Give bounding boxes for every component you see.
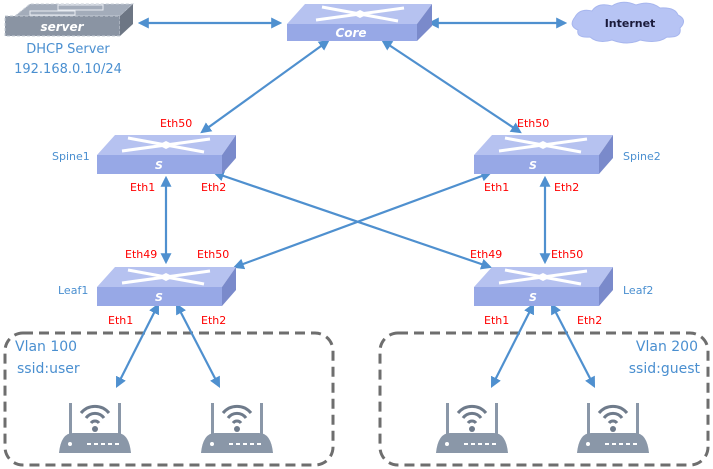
spine1-port-eth1: Eth1 bbox=[130, 181, 155, 194]
spine2-device-text: S bbox=[529, 159, 537, 172]
leaf2-port-eth49: Eth49 bbox=[470, 248, 502, 261]
wifi-router-icon[interactable] bbox=[57, 401, 133, 455]
wifi-router-icon[interactable] bbox=[434, 401, 510, 455]
vlan-100-group bbox=[3, 331, 335, 467]
spine1-device-text: S bbox=[155, 159, 163, 172]
leaf2-port-eth1: Eth1 bbox=[484, 314, 509, 327]
link-core-spine2 bbox=[381, 39, 522, 134]
spine2-port-eth50: Eth50 bbox=[517, 117, 549, 130]
spine1-port-eth2: Eth2 bbox=[201, 181, 226, 194]
link-leaf1-ap2 bbox=[175, 303, 221, 388]
leaf2-device-text: S bbox=[529, 291, 537, 304]
spine2-name-label: Spine2 bbox=[623, 150, 661, 163]
link-leaf1-ap1 bbox=[116, 303, 159, 388]
leaf2-port-eth2: Eth2 bbox=[577, 314, 602, 327]
leaf1-port-eth50: Eth50 bbox=[197, 248, 229, 261]
spine1-name-label: Spine1 bbox=[52, 150, 90, 163]
leaf2-name-label: Leaf2 bbox=[623, 284, 653, 297]
spine1-port-eth50: Eth50 bbox=[160, 117, 192, 130]
links bbox=[116, 17, 596, 388]
server-ip-label: 192.168.0.10/24 bbox=[14, 62, 122, 77]
leaf1-device-text: S bbox=[155, 291, 163, 304]
link-leaf2-ap4 bbox=[550, 303, 596, 388]
leaf2-port-eth50: Eth50 bbox=[551, 248, 583, 261]
leaf1-port-eth1: Eth1 bbox=[108, 314, 133, 327]
leaf1-switch[interactable]: S bbox=[97, 267, 236, 306]
wifi-router-icon[interactable] bbox=[199, 401, 275, 455]
dhcp-server[interactable]: server bbox=[4, 3, 135, 37]
core-device-text: Core bbox=[335, 26, 366, 40]
server-side bbox=[120, 4, 133, 36]
vlan-100-label: Vlan 100 bbox=[15, 339, 77, 355]
internet-cloud[interactable]: Internet bbox=[571, 1, 684, 44]
wifi-router-icon[interactable] bbox=[575, 401, 651, 455]
leaf2-switch[interactable]: S bbox=[474, 267, 613, 306]
server-device-text: server bbox=[40, 20, 84, 34]
internet-label: Internet bbox=[605, 17, 656, 30]
vlan-100-ssid: ssid:user bbox=[17, 361, 80, 377]
link-leaf2-ap3 bbox=[491, 303, 534, 388]
vlan-200-label: Vlan 200 bbox=[636, 339, 698, 355]
spine2-port-eth2: Eth2 bbox=[554, 181, 579, 194]
leaf1-port-eth49: Eth49 bbox=[125, 248, 157, 261]
link-spine2-leaf1 bbox=[232, 170, 493, 270]
server-name-label: DHCP Server bbox=[26, 42, 110, 57]
leaf1-name-label: Leaf1 bbox=[58, 284, 88, 297]
link-core-spine1 bbox=[200, 39, 330, 134]
spine2-switch[interactable]: S bbox=[474, 135, 613, 174]
spine2-port-eth1: Eth1 bbox=[484, 181, 509, 194]
spine1-switch[interactable]: S bbox=[97, 135, 236, 174]
vlan-200-ssid: ssid:guest bbox=[629, 361, 701, 377]
core-switch[interactable]: Core bbox=[287, 4, 432, 41]
leaf1-port-eth2: Eth2 bbox=[201, 314, 226, 327]
vlan-200-group bbox=[378, 331, 710, 467]
